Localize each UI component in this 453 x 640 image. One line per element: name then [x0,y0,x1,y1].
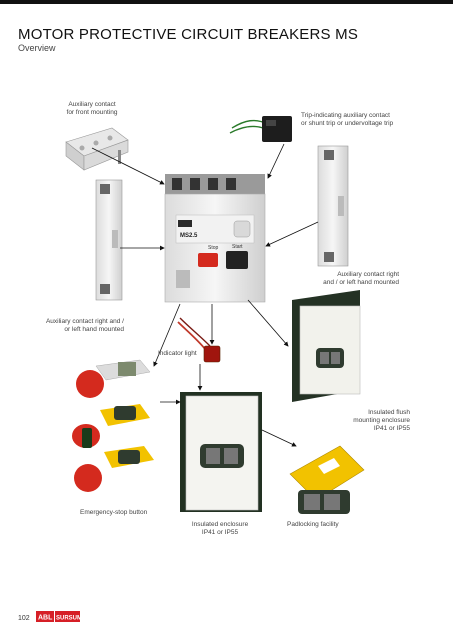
arrow-emergency [153,303,181,367]
arrow-trip-aux [267,143,285,179]
label-indicator: Indicator light [158,350,197,357]
label-enclosure: Insulated enclosure IP41 or IP55 [180,521,260,537]
label-aux-right-upper-line2: and / or left hand mounted [323,279,399,286]
indicator-light-image [177,317,221,363]
emergency-stop-images [72,359,154,492]
label-aux-right-upper-line1: Auxiliary contact right [337,271,399,278]
label-aux-left-lower: Auxiliary contact right and / or left ha… [20,318,124,334]
trip-aux-contact-image [229,116,292,142]
page-title: MOTOR PROTECTIVE CIRCUIT BREAKERS MS [18,26,359,43]
label-enclosure-line2: IP41 or IP55 [201,529,239,536]
label-aux-front: Auxiliary contact for front mounting [56,101,128,117]
label-trip-aux: Trip-indicating auxiliary contact or shu… [301,112,421,128]
model-label: MS2.5 [180,233,198,239]
arrow-aux-front [91,147,165,185]
abl-sursum-logo: ABL SURSUM [36,611,80,622]
aux-contact-front-image [65,127,129,171]
flush-enclosure-image [292,290,361,402]
page-number: 102 [18,615,30,622]
svg-text:ABL: ABL [38,615,53,622]
label-aux-front-line1: Auxiliary contact [68,101,116,108]
label-flush-line1: Insulated flush [368,409,410,416]
label-trip-aux-line2: or shunt trip or undervoltage trip [301,120,394,127]
start-label: Start [232,244,243,250]
label-flush-line3: IP41 or IP55 [373,425,410,432]
aux-contact-left-image [95,179,123,301]
top-rule [0,0,453,4]
stop-label: Stop [208,245,219,251]
label-flush-line2: mounting enclosure [353,417,410,424]
label-trip-aux-line1: Trip-indicating auxiliary contact [301,112,390,119]
label-enclosure-line1: Insulated enclosure [191,521,249,528]
label-padlock: Padlocking facility [287,521,339,528]
insulated-enclosure-image [180,392,262,512]
arrow-flush [247,299,289,347]
svg-text:SURSUM: SURSUM [56,616,80,622]
circuit-breaker-image: MS2.5 Stop Start [164,174,266,303]
aux-contact-right-image [317,145,349,267]
label-aux-front-line2: for front mounting [66,109,118,116]
arrow-padlock [261,429,297,447]
label-flush: Insulated flush mounting enclosure IP41 … [330,409,410,433]
padlocking-facility-image [289,445,365,514]
label-emergency: Emergency-stop button [80,509,148,516]
label-aux-left-lower-line1: Auxiliary contact right and / [45,318,124,325]
label-aux-right-upper: Auxiliary contact right and / or left ha… [300,271,399,287]
arrow-aux-right [265,221,319,247]
label-aux-left-lower-line2: or left hand mounted [64,326,124,333]
page-subtitle: Overview [18,43,56,53]
arrows [91,143,319,447]
